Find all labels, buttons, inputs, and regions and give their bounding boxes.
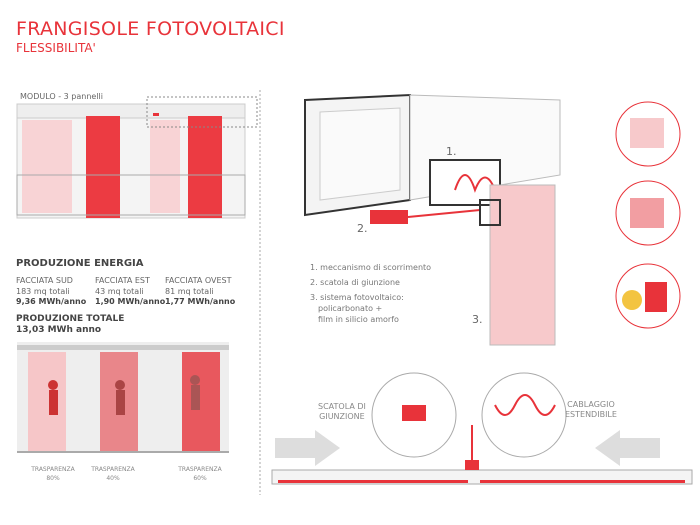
section-detail [271, 372, 693, 485]
facade-output: 1,90 MWh/anno [95, 297, 166, 306]
facade-sud: FACCIATA SUD 183 mq totali 9,36 MWh/anno [16, 275, 86, 306]
legend-item: 3. sistema fotovoltaico: [310, 293, 404, 302]
energy-heading: PRODUZIONE ENERGIA [16, 258, 144, 269]
legend: 1. meccanismo di scorrimento 2. scatola … [310, 262, 431, 325]
transparency-label: TRASPARENZA [178, 466, 222, 473]
axonometric-detail [304, 93, 561, 346]
usage-circles [615, 101, 681, 329]
sun-icon [622, 290, 642, 310]
callout-1: 1. [446, 145, 457, 158]
junction-box [370, 210, 408, 224]
label-line: SCATOLA DI [318, 402, 366, 411]
legend-item: policarbonato + [318, 304, 383, 313]
facade-output: 1,77 MWh/anno [165, 297, 236, 306]
panel-light [22, 120, 72, 213]
legend-item: film in silicio amorfo [318, 315, 399, 324]
facade-output: 9,36 MWh/anno [16, 297, 87, 306]
transparency-40: TRASPARENZA 40% [88, 465, 138, 483]
transparency-label: TRASPARENZA [91, 466, 135, 473]
transparency-label: TRASPARENZA [31, 466, 75, 473]
transparency-60: TRASPARENZA 60% [175, 465, 225, 483]
facade-area: 43 mq totali [95, 287, 144, 296]
panel-solid [188, 116, 222, 218]
transparency-scenes [17, 342, 229, 453]
legend-item: 2. scatola di giunzione [310, 278, 400, 287]
total-value: 13,03 MWh anno [16, 325, 102, 335]
facade-area: 81 mq totali [165, 287, 214, 296]
transparency-value: 80% [46, 475, 60, 482]
facade-est: FACCIATA EST 43 mq totali 1,90 MWh/anno [95, 275, 165, 306]
module-elevation [16, 96, 258, 219]
facade-name: FACCIATA EST [95, 276, 150, 285]
transparency-value: 60% [193, 475, 207, 482]
label-line: CABLAGGIO [567, 400, 615, 409]
label-line: GIUNZIONE [319, 412, 365, 421]
page-subtitle: FLESSIBILITA' [16, 41, 96, 55]
facade-name: FACCIATA OVEST [165, 276, 232, 285]
module-label: MODULO - 3 pannelli [20, 92, 103, 101]
facade-area: 183 mq totali [16, 287, 70, 296]
facade-ovest: FACCIATA OVEST 81 mq totali 1,77 MWh/ann… [165, 275, 235, 306]
page-title: FRANGISOLE FOTOVOLTAICI [16, 18, 285, 40]
panel-solid [86, 116, 120, 218]
total-heading: PRODUZIONE TOTALE [16, 314, 125, 324]
callout-2: 2. [357, 222, 368, 235]
transparency-value: 40% [106, 475, 120, 482]
detail-callout [146, 96, 258, 128]
transparency-80: TRASPARENZA 80% [28, 465, 78, 483]
legend-item: 1. meccanismo di scorrimento [310, 263, 432, 272]
label-line: ESTENDIBILE [565, 410, 617, 419]
callout-3: 3. [472, 313, 483, 326]
facade-name: FACCIATA SUD [16, 276, 73, 285]
